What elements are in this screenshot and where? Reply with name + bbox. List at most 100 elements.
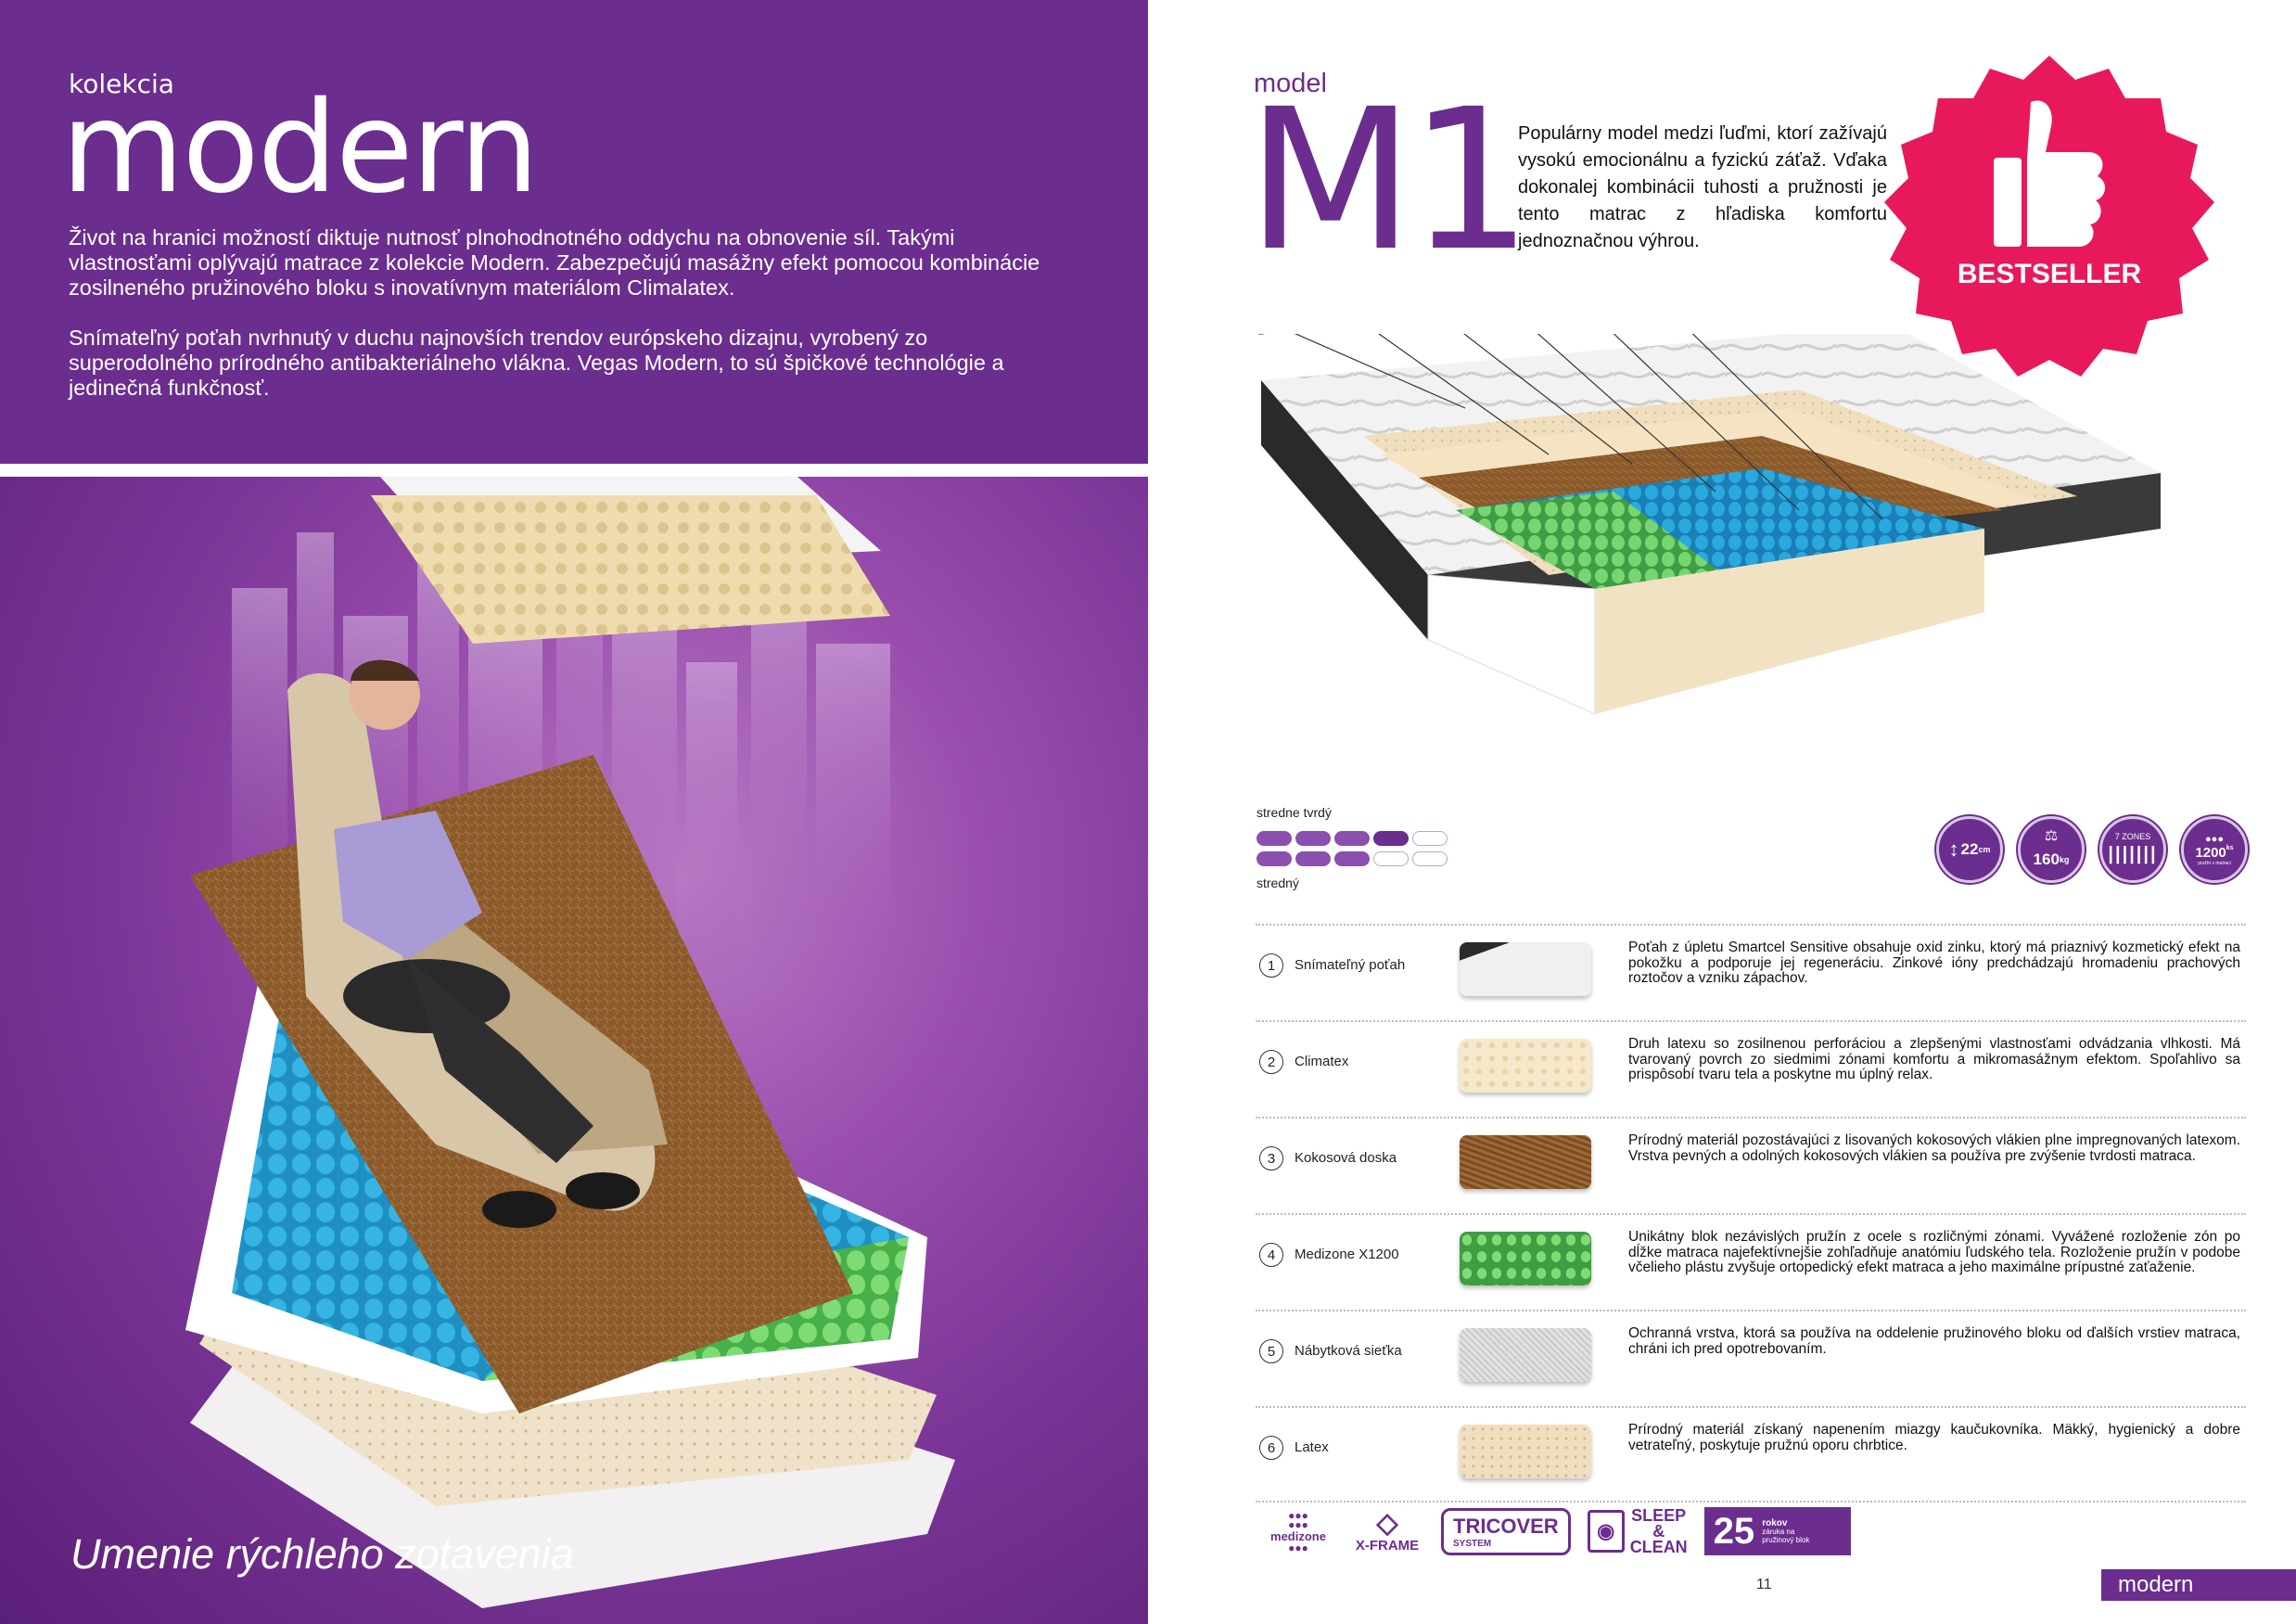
weight-badge: ⚖ 160 kg	[2018, 816, 2085, 883]
warranty-badge: 25 rokov záruka na pružinový blok	[1703, 1507, 1851, 1555]
callout-5: 5	[1613, 334, 1800, 511]
layer-description: Prírodný materiál pozostávajúci z lisova…	[1628, 1132, 2240, 1164]
diagram-springs-green	[1456, 492, 1725, 589]
layer-number: 6	[1259, 1436, 1283, 1460]
springs-unit: ks	[2226, 844, 2234, 851]
layer-name: Climatex	[1295, 1054, 1349, 1069]
layer-description: Poťah z úpletu Smartcel Sensitive obsahu…	[1628, 940, 2240, 986]
layer-description: Unikátny blok nezávislých pružín z ocele…	[1628, 1229, 2240, 1275]
hero-illustration: Umenie rýchleho zotavenia	[0, 477, 1148, 1624]
warranty-unit: rokov	[1762, 1517, 1788, 1528]
warranty-note: záruka na pružinový blok	[1762, 1527, 1810, 1544]
sleep-clean-logo: ◉ SLEEP & CLEAN	[1587, 1505, 1688, 1555]
thumbs-up-icon	[1994, 100, 2106, 247]
layer-swatch-latex	[1460, 1425, 1591, 1478]
layer-number: 1	[1259, 953, 1283, 978]
model-description: Populárny model medzi ľuďmi, ktorí zažív…	[1518, 123, 1887, 251]
xframe-logo: ◇ X-FRAME	[1350, 1507, 1424, 1554]
firmness-cell	[1412, 831, 1448, 846]
feature-logos: ●●●●●● medizone ●●● ◇ X-FRAME TRICOVER S…	[1263, 1507, 1851, 1555]
collection-kicker: kolekcia	[69, 69, 174, 99]
layer-swatch-climatex	[1460, 1039, 1591, 1093]
layer-number: 3	[1259, 1146, 1283, 1170]
layer-number: 4	[1259, 1243, 1283, 1267]
mattress-cutaway-diagram: 1 2 3 4 5 6	[1257, 334, 2161, 715]
zones-badge: 7 ZONES |||||||	[2099, 816, 2166, 883]
weight-icon: ⚖	[2044, 828, 2059, 844]
firmness-cell	[1256, 851, 1292, 866]
bestseller-badge: BESTSELLER	[1884, 56, 2214, 377]
intro-paragraph-2: Snímateľný poťah nvrhnutý v duchu najnov…	[69, 326, 1004, 400]
model-name: M1	[1246, 67, 1533, 294]
layer-description: Prírodný materiál získaný napenením miaz…	[1628, 1422, 2240, 1453]
washing-machine-icon: ◉	[1587, 1510, 1625, 1553]
callout-6: 6	[1691, 334, 1883, 520]
medizone-dots-icon: ●●●●●●	[1288, 1508, 1308, 1531]
layer-list: 1 Snímateľný poťah Poťah z úpletu Smartcel…	[1256, 924, 2246, 1503]
firmness-cell	[1334, 851, 1370, 866]
collection-header-panel: kolekcia modern Život na hranici možnost…	[0, 0, 1148, 464]
layer-name: Kokosová doska	[1295, 1150, 1397, 1166]
weight-unit: kg	[2059, 855, 2070, 864]
zones-icon: |||||||	[2108, 843, 2158, 864]
climatex-layer	[371, 495, 890, 644]
layer-swatch-coconut	[1460, 1135, 1591, 1189]
layer-name: Medizone X1200	[1295, 1247, 1399, 1262]
massage-chair	[287, 659, 668, 1228]
medizone-logo: ●●●●●● medizone ●●●	[1263, 1508, 1333, 1554]
springs-icon: ●●●	[2205, 833, 2224, 845]
layer-name: Nábytková sieťka	[1295, 1343, 1402, 1359]
exploded-mattress-illustration	[185, 477, 955, 1608]
page-number: 11	[1756, 1577, 1772, 1592]
xframe-icon: ◇	[1376, 1507, 1398, 1539]
height-badge: ↕ 22 cm	[1936, 816, 2003, 883]
page-section-tab: modern	[2101, 1569, 2296, 1601]
layer-row: 1 Snímateľný poťah Poťah z úpletu Smartcel…	[1256, 924, 2246, 1020]
callout-2: 2	[1378, 334, 1550, 455]
sleep-label: SLEEP	[1631, 1505, 1687, 1525]
xframe-label: X-FRAME	[1355, 1537, 1420, 1554]
firmness-cell	[1412, 851, 1448, 866]
firmness-scale: stredne tvrdý stredný	[1256, 805, 1470, 898]
layer-description: Druh latexu so zosilnenou perforáciou a …	[1628, 1036, 2240, 1082]
springs-badge: ●●● 1200 ks pružín v matraci	[2181, 816, 2248, 883]
firmness-cell	[1295, 831, 1331, 846]
bestseller-label: BESTSELLER	[1958, 259, 2142, 289]
callout-4: 4	[1537, 334, 1716, 492]
layer-number: 5	[1259, 1339, 1283, 1363]
firmness-cell	[1334, 831, 1370, 846]
diagram-side-left	[1261, 380, 1428, 640]
firmness-cell	[1373, 851, 1409, 866]
height-value: 22	[1960, 840, 1979, 858]
layer-swatch-mesh	[1460, 1328, 1591, 1382]
firmness-bottom-label: stredný	[1256, 876, 1299, 890]
intro-paragraph-1: Život na hranici možností diktuje nutnos…	[69, 225, 1040, 300]
spec-badges: ↕ 22 cm ⚖ 160 kg 7 ZONES ||||||| ●●● 120…	[1936, 816, 2248, 883]
layer-row: 6 Latex Prírodný materiál získaný napenení…	[1256, 1406, 2246, 1503]
layer-name: Snímateľný poťah	[1295, 957, 1406, 973]
layer-row: 4 Medizone X1200 Unikátny blok nezávislých…	[1256, 1213, 2246, 1310]
callout-1: 1	[1257, 334, 1466, 409]
model-label: model	[1254, 69, 1327, 98]
firmness-top-label: stredne tvrdý	[1256, 805, 1332, 820]
layer-swatch-cover	[1460, 942, 1591, 996]
zones-value: 7 ZONES	[2114, 832, 2151, 841]
height-icon: ↕	[1948, 838, 1959, 861]
collection-title: modern	[61, 75, 539, 222]
firmness-cell	[1256, 831, 1292, 846]
firmness-bottom-row	[1256, 851, 1448, 866]
warranty-years: 25	[1713, 1510, 1755, 1552]
firmness-cell	[1295, 851, 1331, 866]
layer-name: Latex	[1295, 1439, 1329, 1455]
tricover-logo: TRICOVER SYSTEM	[1441, 1507, 1571, 1555]
layer-description: Ochranná vrstva, ktorá sa používa na odd…	[1628, 1325, 2240, 1357]
firmness-cell	[1373, 831, 1409, 846]
callout-3: 3	[1463, 334, 1633, 465]
diagram-frame-front	[1595, 529, 1984, 714]
layer-row: 5 Nábytková sieťka Ochranná vrstva, ktorá …	[1256, 1310, 2246, 1406]
layer-row: 3 Kokosová doska Prírodný materiál pozostá…	[1256, 1117, 2246, 1213]
diagram-callouts: 1 2 3 4 5 6	[1257, 334, 1883, 520]
height-unit: cm	[1978, 845, 1991, 854]
slogan: Umenie rýchleho zotavenia	[70, 1530, 574, 1578]
